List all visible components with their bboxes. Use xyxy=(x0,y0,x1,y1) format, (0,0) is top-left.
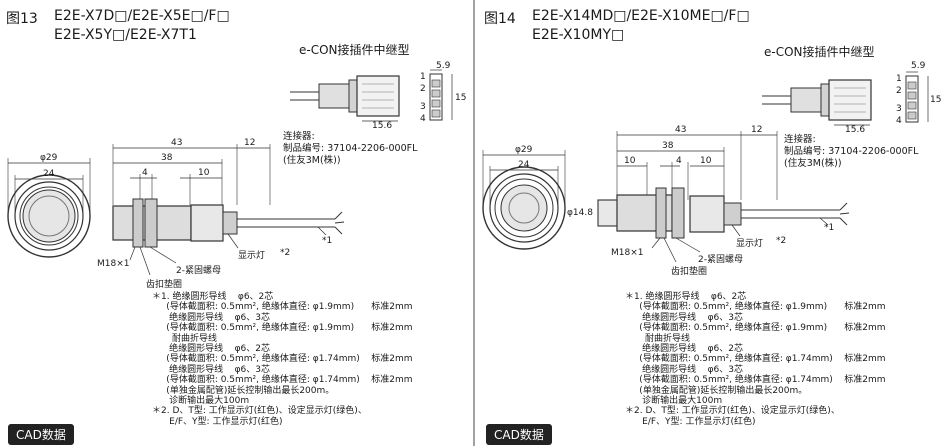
fig13-dim-38: 38 xyxy=(161,153,173,163)
fig14-dim-38: 38 xyxy=(662,141,674,151)
fig14-pin-4: 4 xyxy=(896,116,902,126)
fig14-indicator-label: 显示灯 xyxy=(736,239,764,249)
fig13-side-view xyxy=(112,144,345,276)
fig14-note-line: (导体截面积: 0.5mm², 绝缘体直径: φ1.9mm) 标准2mm xyxy=(625,302,886,313)
fig14-note-line: E/F、Y型: 工作显示灯(红色) xyxy=(625,416,756,427)
fig14-pin-2: 2 xyxy=(896,86,902,96)
fig14-nut-label: 2-紧固螺母 xyxy=(698,255,743,265)
fig14-pin-1: 1 xyxy=(896,74,902,84)
fig13-connector-maker: (住友3M(株)) xyxy=(283,155,341,166)
fig14-dim-15: 15 xyxy=(930,95,942,105)
fig14-note-line: (导体截面积: 0.5mm², 绝缘体直径: φ1.74mm) 标准2mm xyxy=(625,354,886,365)
fig13-indicator-label: 显示灯 xyxy=(238,251,266,261)
fig14-dim-15-6: 15.6 xyxy=(845,125,866,135)
fig13-note-line: (单独金属配管)延长控制输出最长200m。 xyxy=(152,385,335,396)
fig13-note-line: (导体截面积: 0.5mm², 绝缘体直径: φ1.74mm) 标准2mm xyxy=(152,375,413,386)
fig13-dim-15-6: 15.6 xyxy=(372,121,393,131)
fig13-washer-label: 齿扣垫圈 xyxy=(146,280,183,290)
fig14-connector-maker: (住友3M(株)) xyxy=(784,158,842,169)
fig13-model-line1: E2E-X7D□/E2E-X5E□/F□ xyxy=(54,8,230,24)
fig14-connector xyxy=(762,71,929,126)
fig14-notes: ＊1. 绝缘圆形导线 φ6、2芯 (导体截面积: 0.5mm², 绝缘体直径: … xyxy=(625,292,886,427)
fig13-thread-label: M18×1 xyxy=(97,259,130,269)
fig13-dim-10: 10 xyxy=(198,168,210,178)
fig13-dim-43: 43 xyxy=(171,138,183,148)
fig13-connector xyxy=(290,69,453,122)
fig13-note-line: (导体截面积: 0.5mm², 绝缘体直径: φ1.9mm) 标准2mm xyxy=(152,302,413,313)
fig14-cad-button[interactable]: CAD数据 xyxy=(486,424,552,445)
fig13-label: 图13 xyxy=(6,11,38,27)
fig13-note-line: 绝缘圆形导线 φ6、2芯 xyxy=(152,344,270,355)
fig13-note-line: 绝缘圆形导线 φ6、3芯 xyxy=(152,312,270,323)
fig14-note-line: (导体截面积: 0.5mm², 绝缘体直径: φ1.9mm) 标准2mm xyxy=(625,323,886,334)
fig14-dim-10: 10 xyxy=(624,156,636,166)
fig14-washer-label: 齿扣垫圈 xyxy=(671,267,708,277)
fig14-note-line: 绝缘圆形导线 φ6、2芯 xyxy=(625,344,743,355)
fig14-dim-phi29: φ29 xyxy=(515,145,533,155)
fig13-note-line: E/F、Y型: 工作显示灯(红色) xyxy=(152,416,283,427)
fig13-note-line: (导体截面积: 0.5mm², 绝缘体直径: φ1.9mm) 标准2mm xyxy=(152,323,413,334)
fig14-note-line: 耐曲折导线 xyxy=(625,333,691,344)
fig14-pin-3: 3 xyxy=(896,104,902,114)
fig13-pin-3: 3 xyxy=(420,102,426,112)
fig13-dim-4: 4 xyxy=(142,168,148,178)
fig14-model-line2: E2E-X10MY□ xyxy=(532,27,625,43)
fig14-label: 图14 xyxy=(484,11,516,27)
fig14-side-view xyxy=(597,131,850,263)
fig14-dim-24: 24 xyxy=(518,160,530,170)
fig14-front-view xyxy=(482,150,566,250)
fig14-star2: *2 xyxy=(776,236,787,246)
fig13-note-line: (导体截面积: 0.5mm², 绝缘体直径: φ1.74mm) 标准2mm xyxy=(152,354,413,365)
fig14-dim-phi14-8: φ14.8 xyxy=(567,208,593,218)
fig13-notes: ＊1. 绝缘圆形导线 φ6、2芯 (导体截面积: 0.5mm², 绝缘体直径: … xyxy=(152,292,413,427)
fig14-note-line: 绝缘圆形导线 φ6、3芯 xyxy=(625,364,743,375)
fig13-dim-phi29: φ29 xyxy=(40,153,58,163)
fig14-dim-5-9: 5.9 xyxy=(911,61,926,71)
fig14-note-line: (单独金属配管)延长控制输出最长200m。 xyxy=(625,385,808,396)
fig13-pin-1: 1 xyxy=(420,72,426,82)
fig14-connector-title: e-CON接插件中继型 xyxy=(764,45,875,59)
fig14-star1: *1 xyxy=(824,223,835,233)
fig13-note-line: ＊1. 绝缘圆形导线 φ6、2芯 xyxy=(152,292,274,302)
fig13-note-line: 绝缘圆形导线 φ6、3芯 xyxy=(152,364,270,375)
fig13-front-view xyxy=(7,158,91,258)
fig13-dim-15: 15 xyxy=(455,93,467,103)
fig13-note-line: 耐曲折导线 xyxy=(152,333,218,344)
fig13-pin-4: 4 xyxy=(420,114,426,124)
fig13-nut-label: 2-紧固螺母 xyxy=(176,266,221,276)
fig13-model-line2: E2E-X5Y□/E2E-X7T1 xyxy=(54,27,197,43)
fig14-dim-10b: 10 xyxy=(700,156,712,166)
fig14-note-line: 绝缘圆形导线 φ6、3芯 xyxy=(625,312,743,323)
fig14-model-line1: E2E-X14MD□/E2E-X10ME□/F□ xyxy=(532,8,750,24)
fig14-dim-12: 12 xyxy=(751,125,763,135)
fig13-connector-label: 连接器: xyxy=(283,131,315,142)
fig14-dim-43: 43 xyxy=(675,125,687,135)
fig13-star2: *2 xyxy=(280,248,291,258)
fig13-note-line: ＊2. D、T型: 工作显示灯(红色)、设定显示灯(绿色)、 xyxy=(152,406,367,417)
fig14-note-line: ＊1. 绝缘圆形导线 φ6、2芯 xyxy=(625,292,747,302)
fig14-note-line: 诊断输出最大100m xyxy=(625,396,723,407)
fig13-cad-button[interactable]: CAD数据 xyxy=(8,424,74,445)
fig14-connector-label: 连接器: xyxy=(784,134,816,145)
fig13-connector-title: e-CON接插件中继型 xyxy=(299,43,410,57)
fig14-dim-4: 4 xyxy=(676,156,682,166)
fig13-dim-24: 24 xyxy=(43,169,55,179)
fig13-note-line: 诊断输出最大100m xyxy=(152,396,250,407)
fig14-note-line: ＊2. D、T型: 工作显示灯(红色)、设定显示灯(绿色)、 xyxy=(625,406,840,417)
fig14-connector-part: 制品编号: 37104-2206-000FL xyxy=(784,146,919,157)
fig13-pin-2: 2 xyxy=(420,84,426,94)
fig13-connector-part: 制品编号: 37104-2206-000FL xyxy=(283,143,418,154)
fig13-dim-12: 12 xyxy=(244,138,256,148)
fig13-star1: *1 xyxy=(322,236,333,246)
fig13-dim-5-9: 5.9 xyxy=(436,61,451,71)
fig14-thread-label: M18×1 xyxy=(611,248,644,258)
fig14-note-line: (导体截面积: 0.5mm², 绝缘体直径: φ1.74mm) 标准2mm xyxy=(625,375,886,386)
